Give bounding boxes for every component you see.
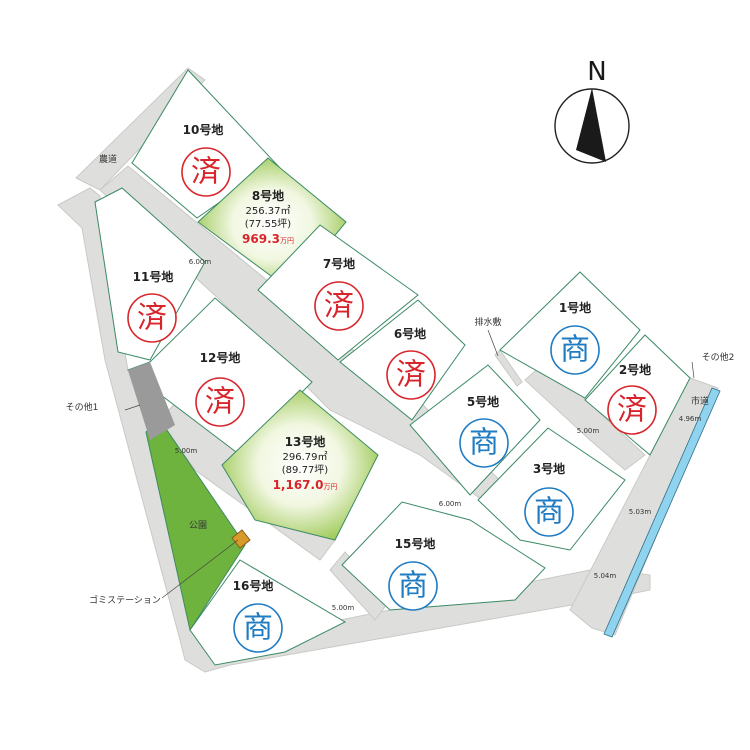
lot-10-status-mark: 済 — [191, 155, 221, 190]
lot-12-label: 12号地 — [200, 350, 241, 365]
lot-16-status-stamp: 商 — [233, 603, 283, 653]
lot-13-parcel[interactable] — [221, 389, 379, 541]
lot-6-status-stamp: 済 — [386, 350, 436, 400]
lot-6-status-mark: 済 — [396, 358, 426, 393]
road-width-label: 5.03m — [629, 508, 652, 516]
lot-5-status-stamp: 商 — [459, 418, 509, 468]
lot-11-status-stamp: 済 — [127, 293, 177, 343]
lot-15-status-stamp: 商 — [388, 561, 438, 611]
lot-1-status-stamp: 商 — [550, 325, 600, 375]
lot-11-parcel[interactable] — [94, 187, 206, 361]
lot-3-label: 3号地 — [533, 461, 565, 476]
park-label: 公園 — [189, 520, 207, 531]
drainage-strip — [494, 349, 523, 387]
lot-13-area-m2: 296.79㎡ — [283, 451, 328, 463]
road-width-label: 5.04m — [594, 572, 617, 580]
road-width-label: 5.00m — [332, 604, 355, 612]
other-1-parcel — [128, 362, 175, 440]
north-arrow-icon — [576, 88, 606, 162]
lot-8-area-m2: 256.37㎡ — [246, 205, 291, 217]
lot-11-status-mark: 済 — [137, 301, 167, 336]
road-width-labels: 6.00m 5.00m 6.00m 5.00m 5.00m 4.96m 5.03m 5.04m — [175, 258, 702, 612]
lot-12-status-stamp: 済 — [195, 377, 245, 427]
lot-1-status-mark: 商 — [560, 333, 590, 368]
lot-10-status-stamp: 済 — [181, 147, 231, 197]
garbage-station-label: ゴミステーション — [89, 594, 161, 606]
lot-13-label: 13号地 — [285, 434, 326, 449]
canal — [603, 387, 721, 638]
lot-5-label: 5号地 — [467, 394, 499, 409]
lot-2-label: 2号地 — [619, 362, 651, 377]
lot-13-price-unit: 万円 — [323, 483, 337, 491]
north-label: N — [587, 57, 606, 87]
lot-1-label: 1号地 — [559, 300, 591, 315]
farm-road-label: 農道 — [99, 153, 117, 165]
lot-11-label: 11号地 — [133, 269, 174, 284]
road-width-label: 5.00m — [175, 447, 198, 455]
lot-15-label: 15号地 — [395, 536, 436, 551]
lot-6-label: 6号地 — [394, 326, 426, 341]
lot-7-status-stamp: 済 — [314, 281, 364, 331]
lot-3-status-stamp: 商 — [524, 487, 574, 537]
other-1-label: その他1 — [66, 401, 99, 413]
lot-7-label: 7号地 — [323, 256, 355, 271]
misc-labels: 農道 排水敷 その他1 その他2 市道 公園 ゴミステーション — [66, 153, 735, 606]
road-width-label: 6.00m — [439, 500, 462, 508]
leader-lines — [124, 329, 695, 599]
lot-8-price-unit: 万円 — [280, 237, 294, 245]
garbage-station-marker — [231, 529, 251, 549]
drainage-label: 排水敷 — [474, 316, 501, 328]
lot-8-label: 8号地 — [252, 188, 284, 203]
lot-8-area-tsubo: (77.55坪) — [245, 217, 292, 230]
lot-16-label: 16号地 — [233, 578, 274, 593]
lot-5-status-mark: 商 — [469, 426, 499, 461]
lot-2-status-mark: 済 — [617, 393, 647, 428]
road-width-label: 6.00m — [189, 258, 212, 266]
lot-annotations: 1号地商2号地済3号地商5号地商6号地済7号地済8号地256.37㎡(77.55… — [127, 122, 657, 653]
city-road — [569, 377, 719, 636]
lot-3-status-mark: 商 — [534, 495, 564, 530]
compass: N — [554, 57, 630, 164]
lot-13-annotation: 13号地 296.79㎡(89.77坪) 1,167.0万円 — [273, 434, 338, 492]
lot-7-status-mark: 済 — [324, 289, 354, 324]
road-width-label: 5.00m — [577, 427, 600, 435]
lot-12-status-mark: 済 — [205, 385, 235, 420]
road-width-label: 4.96m — [679, 415, 702, 423]
lot-15-status-mark: 商 — [398, 569, 428, 604]
lot-2-status-stamp: 済 — [607, 385, 657, 435]
city-road-label: 市道 — [691, 395, 709, 407]
lot-13-area-tsubo: (89.77坪) — [282, 463, 329, 476]
lot-16-status-mark: 商 — [243, 611, 273, 646]
other-2-label: その他2 — [702, 351, 735, 363]
lot-13-price: 1,167.0万円 — [273, 478, 338, 492]
lot-10-label: 10号地 — [183, 122, 224, 137]
